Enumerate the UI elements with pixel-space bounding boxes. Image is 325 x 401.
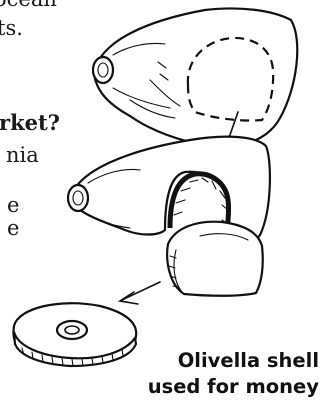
caption-line-1: Olivella shell [148, 348, 319, 374]
caption-line-2: used for money [148, 374, 319, 400]
illustration-caption: Olivella shell used for money [148, 348, 319, 400]
shell-bead-drawing [13, 303, 136, 366]
whole-shell-drawing [93, 8, 297, 146]
cut-piece-drawing [167, 222, 263, 296]
